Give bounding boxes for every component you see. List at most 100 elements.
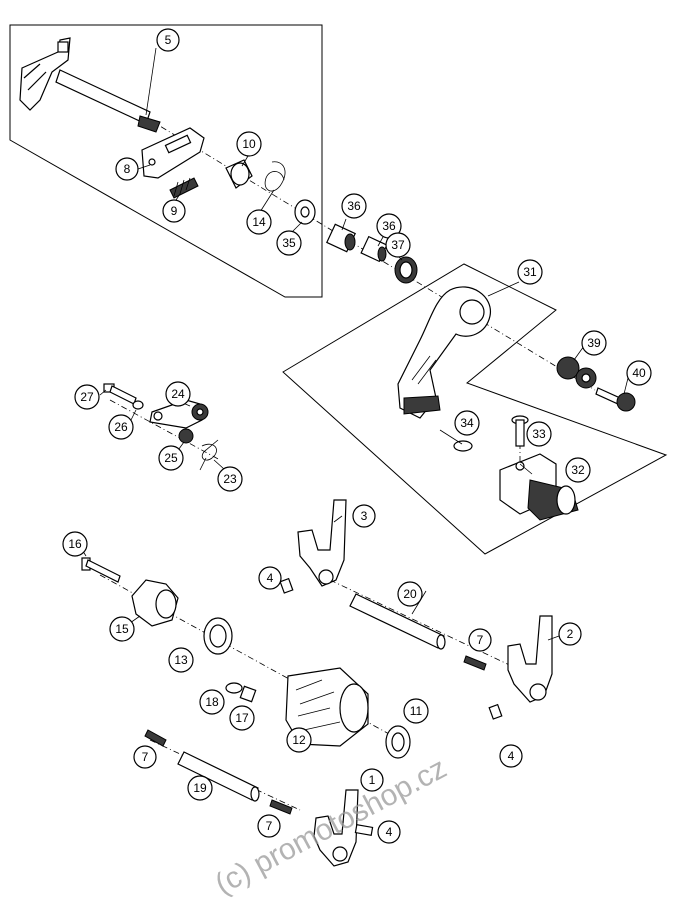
pin-part-33 — [511, 415, 529, 447]
svg-text:35: 35 — [282, 236, 296, 250]
callout-27: 27 — [74, 384, 100, 410]
callout-40: 40 — [626, 360, 652, 386]
fork-rail-axis — [329, 579, 521, 671]
spring-part-34 — [439, 429, 473, 452]
svg-text:36: 36 — [382, 219, 396, 233]
seal-part-37 — [394, 256, 418, 284]
callout-37: 37 — [385, 232, 411, 258]
spring-part-7c — [269, 799, 293, 815]
roller-part-4b — [488, 703, 503, 720]
shift-drum-part-12 — [285, 667, 369, 747]
collar-part-10 — [225, 159, 253, 189]
callout-24: 24 — [165, 381, 191, 407]
callout-16: 16 — [62, 531, 88, 557]
callout-20: 20 — [397, 581, 423, 607]
callout-26: 26 — [108, 414, 134, 440]
callout-39: 39 — [581, 330, 607, 356]
callout-35: 35 — [276, 230, 302, 256]
locking-lever-part-24 — [149, 399, 209, 429]
callout-7a: 7 — [468, 628, 492, 652]
svg-text:17: 17 — [235, 711, 249, 725]
callout-2: 2 — [558, 622, 582, 646]
svg-text:33: 33 — [532, 427, 546, 441]
bearing-part-36a — [326, 223, 356, 253]
svg-text:11: 11 — [410, 704, 423, 718]
svg-text:7: 7 — [142, 750, 149, 764]
callout-7c: 7 — [257, 814, 281, 838]
washer-part-26 — [132, 400, 144, 410]
callout-12: 12 — [286, 727, 312, 753]
callout-23: 23 — [217, 466, 243, 492]
callout-18: 18 — [199, 689, 225, 715]
callout-13: 13 — [168, 647, 194, 673]
roller-part-4c — [354, 823, 374, 837]
spring-part-7b — [144, 729, 167, 747]
bushing-part-25 — [178, 428, 194, 444]
callout-4c: 4 — [377, 820, 401, 844]
shift-lever-part-31 — [397, 286, 491, 419]
svg-text:32: 32 — [571, 463, 585, 477]
callout-25: 25 — [158, 445, 184, 471]
svg-text:15: 15 — [115, 622, 129, 636]
svg-text:23: 23 — [223, 472, 237, 486]
svg-text:36: 36 — [347, 199, 361, 213]
washer-part-18 — [225, 682, 243, 694]
bolt-part-40 — [595, 387, 636, 412]
spring-part-7a — [463, 655, 487, 671]
svg-text:8: 8 — [124, 162, 131, 176]
svg-text:7: 7 — [266, 819, 273, 833]
svg-text:7: 7 — [477, 633, 484, 647]
fork-rail-part-20 — [349, 593, 446, 650]
svg-text:4: 4 — [267, 571, 274, 585]
washer-part-39 — [556, 356, 597, 389]
svg-text:1: 1 — [369, 773, 376, 787]
callout-14: 14 — [246, 209, 272, 235]
callout-4a: 4 — [258, 566, 282, 590]
svg-text:20: 20 — [403, 587, 417, 601]
bearing-part-11 — [385, 725, 411, 759]
callout-3: 3 — [352, 504, 376, 528]
svg-text:34: 34 — [460, 416, 474, 430]
callout-7b: 7 — [133, 745, 157, 769]
footrest-part-32 — [499, 453, 579, 521]
bearing-ring-part-13 — [203, 617, 233, 655]
svg-text:10: 10 — [242, 137, 256, 151]
svg-text:39: 39 — [587, 336, 601, 350]
svg-text:18: 18 — [205, 695, 219, 709]
shift-shaft-part — [19, 37, 161, 133]
callout-1: 1 — [360, 768, 384, 792]
bolt-part-27 — [103, 383, 137, 405]
svg-text:25: 25 — [164, 451, 178, 465]
svg-text:4: 4 — [386, 825, 393, 839]
shift-drum-locating-part-15 — [131, 579, 179, 627]
shift-lever-group-frame — [282, 263, 668, 555]
svg-text:26: 26 — [114, 420, 128, 434]
pin-part-17 — [239, 685, 257, 703]
callout-10: 10 — [236, 131, 262, 157]
clip-part-14 — [264, 161, 286, 192]
svg-text:16: 16 — [68, 537, 82, 551]
svg-text:40: 40 — [632, 366, 646, 380]
screw-part-16 — [81, 557, 121, 583]
callout-33: 33 — [526, 421, 552, 447]
callout-17: 17 — [229, 705, 255, 731]
svg-text:37: 37 — [391, 238, 405, 252]
svg-text:31: 31 — [523, 265, 537, 279]
callout-19: 19 — [187, 775, 213, 801]
callout-4b: 4 — [499, 744, 523, 768]
callout-11: 11 — [403, 698, 429, 724]
shift-fork-part-1 — [313, 789, 359, 867]
svg-text:2: 2 — [567, 627, 574, 641]
svg-text:19: 19 — [193, 781, 207, 795]
callout-31: 31 — [517, 259, 543, 285]
shift-shaft-group-frame — [9, 24, 323, 298]
callout-8: 8 — [115, 157, 139, 181]
locking-lever-axis — [109, 399, 221, 461]
washer-part-35 — [294, 199, 316, 225]
callout-5: 5 — [156, 28, 180, 52]
callout-9: 9 — [162, 199, 186, 223]
spring-part-23 — [199, 439, 219, 471]
callout-32: 32 — [565, 457, 591, 483]
